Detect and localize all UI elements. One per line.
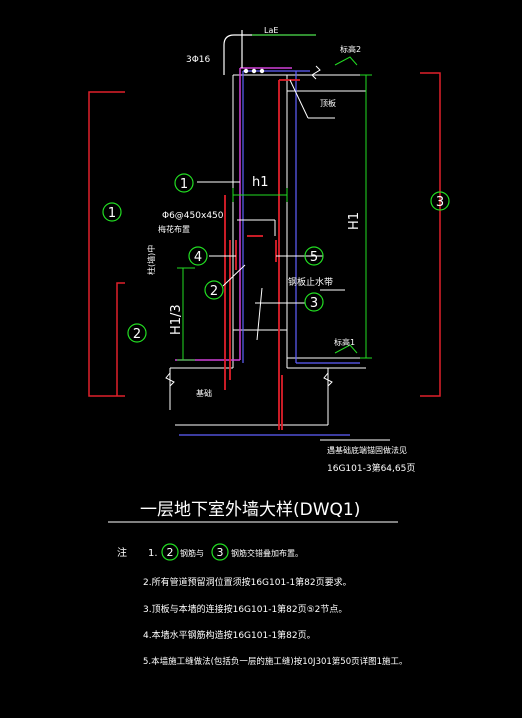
svg-text:3: 3 [310,296,318,311]
label-top-plate: 顶板 [320,98,336,108]
label-rebar-top: 3Φ16 [186,55,211,65]
svg-text:4: 4 [194,250,202,265]
rebar-dots [243,68,265,74]
dim-lines [177,34,372,361]
note-1-callout-2: 2 [167,546,174,559]
wall-outline [169,74,366,426]
top-hook-rebar [223,30,316,75]
label-h1: h1 [252,175,269,190]
note-1-sep: 钢筋与 [180,548,204,558]
notes-block: 注 1. 2 钢筋与 3 钢筋交错叠加布置。 2.所有管道预留洞位置须按16G1… [117,543,408,667]
svg-text:2: 2 [133,327,141,342]
callout-5: 5 [304,246,324,266]
callout-1-mid: 1 [174,173,194,193]
left-bracket-1 [88,91,125,397]
label-elev1: 标高1 [334,337,355,347]
note-5: 5.本墙施工缝做法(包括负一层的施工缝)按10J301第50页详图1施工。 [143,656,408,667]
label-foundation: 基础 [196,388,212,398]
svg-text:1: 1 [180,177,188,192]
label-anchor-ref: 16G101-3第64,65页 [327,462,415,474]
label-side: 柱(墙)中 [146,245,156,275]
callout-3-right: 3 [430,191,450,211]
note-3: 3.顶板与本墙的连接按16G101-1第82页⑤2节点。 [143,603,347,615]
right-bracket-3 [420,72,441,397]
note-1-tail: 钢筋交错叠加布置。 [231,548,303,558]
svg-text:1: 1 [108,206,116,221]
label-anchor-note: 遇基础底端锚固做法见 [327,445,407,455]
rebar-inner-red [224,79,300,430]
label-H1-3: H1/3 [169,304,184,335]
callout-4: 4 [188,246,208,266]
left-bracket-2 [116,282,125,396]
break-marks [165,65,333,387]
callout-2-left: 2 [127,323,147,343]
label-stirrup: Φ6@450x450 [162,211,224,221]
label-lae: LaE [264,26,278,35]
drawing-title: 一层地下室外墙大样(DWQ1) [140,500,360,520]
note-2: 2.所有管道预留洞位置须按16G101-1第82页要求。 [143,576,352,588]
svg-text:5: 5 [310,250,318,265]
callout-3-mid: 3 [304,292,324,312]
callout-2-mid: 2 [204,280,224,300]
label-H1: H1 [347,212,362,230]
label-stagger: 梅花布置 [158,224,190,234]
leader-lines [108,79,398,523]
svg-text:2: 2 [210,284,218,299]
note-prefix: 注 [117,546,127,559]
note-1-num: 1. [148,548,158,559]
callout-1-left: 1 [102,202,122,222]
note-1-callout-3: 3 [217,546,224,559]
note-4: 4.本墙水平钢筋构造按16G101-1第82页。 [143,629,316,641]
label-elev2: 标高2 [340,44,361,54]
rebar-blue [179,70,360,436]
svg-text:3: 3 [436,195,444,210]
label-water-stop: 钢板止水带 [288,276,333,288]
